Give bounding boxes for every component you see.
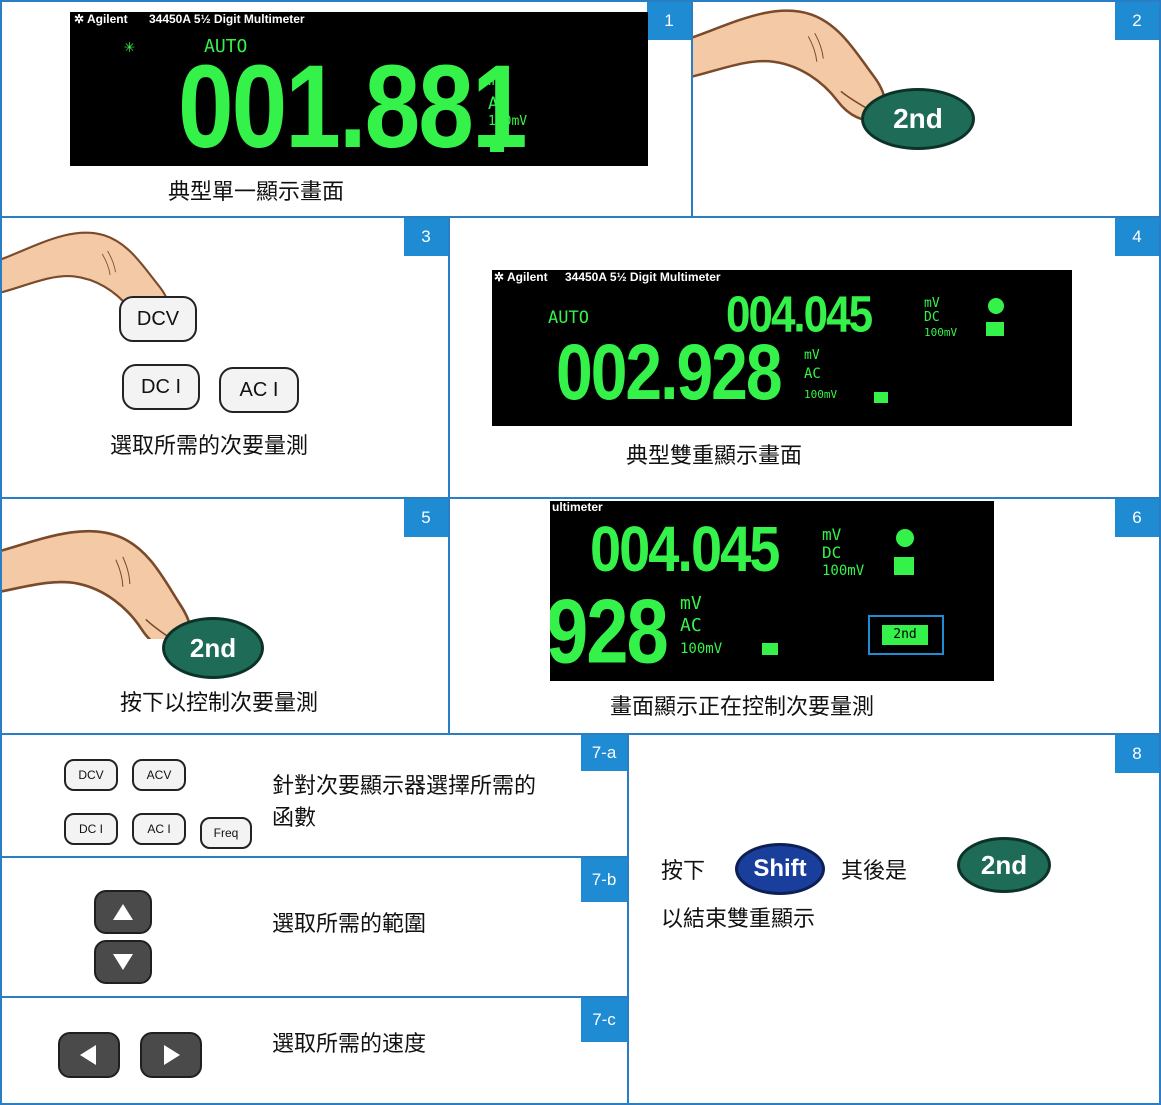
secondary-function: DC xyxy=(924,310,940,325)
step-3-panel: 3 DCV DC I AC I 選取所需的次要量測 xyxy=(0,216,450,499)
primary-range: 100mV xyxy=(680,641,723,657)
step-7c-panel: 7-c 選取所需的速度 xyxy=(0,996,629,1105)
step-number-badge: 8 xyxy=(1115,735,1159,773)
step-number-badge: 7-b xyxy=(581,858,627,902)
secondary-range: 100mV xyxy=(924,326,958,339)
brand-label: Agilent xyxy=(506,270,548,284)
end-dual-display-text: 以結束雙重顯示 xyxy=(661,907,816,932)
meter-header: ✲ Agilent 34450A 5½ Digit Multimeter xyxy=(492,270,1072,286)
up-arrow-icon xyxy=(113,904,133,920)
auto-range-label: AUTO xyxy=(204,36,248,57)
secondary-unit: mV xyxy=(822,525,842,544)
speed-right-button[interactable] xyxy=(140,1032,202,1078)
2nd-indicator: 2nd xyxy=(882,625,928,645)
secondary-reading: 004.045 xyxy=(726,286,873,343)
step-5-panel: 5 2nd 按下以控制次要量測 xyxy=(0,497,450,735)
s-annunciator-icon xyxy=(986,322,1004,336)
caption: 按下以控制次要量測 xyxy=(120,691,319,716)
dcv-key[interactable]: DCV xyxy=(119,296,197,342)
meter-header: ✲ Agilent 34450A 5½ Digit Multimeter xyxy=(70,12,648,30)
step-4-panel: 4 ✲ Agilent 34450A 5½ Digit Multimeter A… xyxy=(448,216,1161,499)
step-7a-panel: 7-a DCV ACV DC I AC I Freq 針對次要顯示器選擇所需的函… xyxy=(0,733,629,858)
right-arrow-icon xyxy=(164,1045,180,1065)
brand-label: Agilent xyxy=(86,12,128,26)
single-display-screen: ✲ Agilent 34450A 5½ Digit Multimeter ✳ A… xyxy=(70,12,648,166)
step-number-badge: 5 xyxy=(404,499,448,537)
then-label: 其後是 xyxy=(841,859,908,884)
secondary-range: 100mV xyxy=(822,563,865,579)
left-arrow-icon xyxy=(80,1045,96,1065)
2nd-key[interactable]: 2nd xyxy=(162,617,264,679)
step-1-panel: 1 ✲ Agilent 34450A 5½ Digit Multimeter ✳… xyxy=(0,0,693,218)
press-label: 按下 xyxy=(661,859,706,884)
step-number-badge: 4 xyxy=(1115,218,1159,256)
primary-reading: 001.881 xyxy=(178,40,527,166)
primary-unit: mV xyxy=(680,593,702,614)
range-label: 100mV xyxy=(488,114,528,129)
primary-reading: 928 xyxy=(550,581,669,681)
meter-header: ultimeter xyxy=(550,501,994,513)
primary-reading: 002.928 xyxy=(556,327,783,416)
instruction-text: 選取所需的速度 xyxy=(272,1032,427,1057)
step-number-badge: 2 xyxy=(1115,2,1159,40)
caption: 典型單一顯示畫面 xyxy=(168,180,345,205)
shift-key[interactable]: Shift xyxy=(735,843,825,895)
s-annunciator-icon xyxy=(874,392,888,403)
dual-display-screen: ✲ Agilent 34450A 5½ Digit Multimeter AUT… xyxy=(492,270,1072,426)
step-6-panel: 6 ultimeter 004.045 mV DC 100mV 928 mV A… xyxy=(448,497,1161,735)
caption: 選取所需的次要量測 xyxy=(110,434,309,459)
secondary-function: DC xyxy=(822,543,842,562)
model-label-fragment: ultimeter xyxy=(552,501,603,514)
2nd-indicator-highlight: 2nd xyxy=(868,615,944,655)
secondary-reading: 004.045 xyxy=(590,512,780,585)
s-annunciator-icon xyxy=(894,557,914,575)
dual-display-screen-zoomed: ultimeter 004.045 mV DC 100mV 928 mV AC … xyxy=(550,501,994,681)
step-number-badge: 3 xyxy=(404,218,448,256)
caption: 典型雙重顯示畫面 xyxy=(626,444,803,469)
s-annunciator-icon xyxy=(762,643,778,655)
agilent-logo-icon: ✲ xyxy=(494,270,505,284)
instruction-text: 針對次要顯示器選擇所需的函數 xyxy=(272,774,537,831)
freq-key[interactable]: Freq xyxy=(200,817,252,849)
aci-key[interactable]: AC I xyxy=(219,367,299,413)
caption: 畫面顯示正在控制次要量測 xyxy=(610,695,875,720)
model-label: 34450A 5½ Digit Multimeter xyxy=(564,270,721,284)
2nd-key[interactable]: 2nd xyxy=(957,837,1051,893)
dci-key[interactable]: DC I xyxy=(64,813,118,845)
down-arrow-icon xyxy=(113,954,133,970)
speed-left-button[interactable] xyxy=(58,1032,120,1078)
range-up-button[interactable] xyxy=(94,890,152,934)
auto-hold-icon xyxy=(988,298,1004,314)
primary-unit: mV xyxy=(804,348,820,363)
primary-function: AC xyxy=(804,366,821,382)
dci-key[interactable]: DC I xyxy=(122,364,200,410)
step-number-badge: 7-c xyxy=(581,998,627,1042)
model-label: 34450A 5½ Digit Multimeter xyxy=(148,12,305,26)
function-label: AC xyxy=(488,94,509,114)
acv-key[interactable]: ACV xyxy=(132,759,186,791)
step-number-badge: 7-a xyxy=(581,735,627,771)
step-8-panel: 8 按下 Shift 其後是 2nd 以結束雙重顯示 xyxy=(627,733,1161,1105)
unit-label: mV xyxy=(488,70,509,90)
step-7b-panel: 7-b 選取所需的範圍 xyxy=(0,856,629,998)
step-number-badge: 6 xyxy=(1115,499,1159,537)
2nd-key[interactable]: 2nd xyxy=(861,88,975,150)
primary-range: 100mV xyxy=(804,388,838,401)
step-2-panel: 2 2nd xyxy=(691,0,1161,218)
range-down-button[interactable] xyxy=(94,940,152,984)
agilent-logo-icon: ✲ xyxy=(74,12,85,26)
primary-function: AC xyxy=(680,615,702,636)
secondary-unit: mV xyxy=(924,296,940,311)
dcv-key[interactable]: DCV xyxy=(64,759,118,791)
step-number-badge: 1 xyxy=(647,2,691,40)
auto-hold-icon xyxy=(896,529,914,547)
instruction-text: 選取所需的範圍 xyxy=(272,912,427,937)
aci-key[interactable]: AC I xyxy=(132,813,186,845)
annunciator-icon: ✳ xyxy=(124,36,135,57)
s-annunciator-icon xyxy=(490,140,504,152)
auto-range-label: AUTO xyxy=(548,308,589,328)
